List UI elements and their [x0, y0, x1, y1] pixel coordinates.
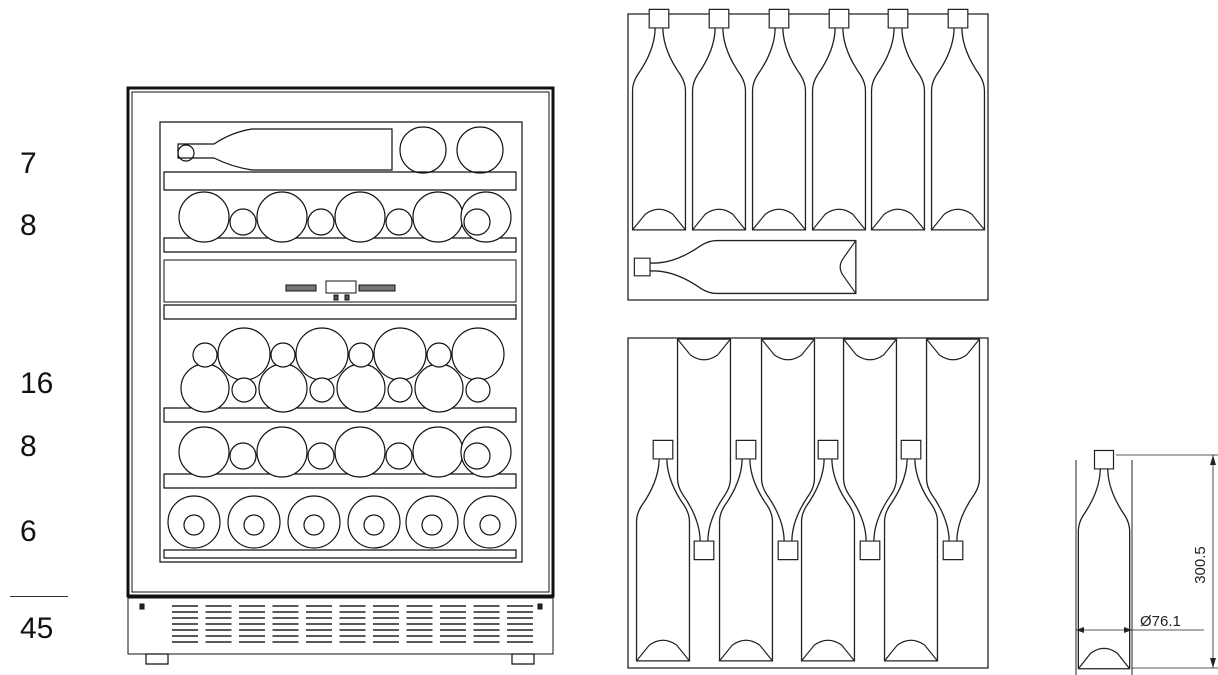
bottle-end: [374, 328, 426, 380]
bottle-end: [452, 328, 504, 380]
bottle-end: [259, 364, 307, 412]
shelf-count-1: 7: [20, 147, 37, 180]
bottle-end: [271, 343, 295, 367]
bottle-end: [415, 364, 463, 412]
bottle-end-inner: [184, 515, 204, 535]
bottle-end: [257, 427, 307, 477]
bottle-end: [218, 328, 270, 380]
foot-right: [512, 654, 534, 664]
bottle-end: [181, 364, 229, 412]
bottle-end-inner: [244, 515, 264, 535]
bottle-end: [386, 443, 412, 469]
layout-panel-alternating: [628, 338, 988, 668]
bottle-end: [413, 192, 463, 242]
bottle-end: [464, 443, 490, 469]
bottle-end: [413, 427, 463, 477]
bottle-end: [310, 378, 334, 402]
bottle-diameter-label: Ø76.1: [1140, 613, 1181, 630]
bottle-end: [257, 192, 307, 242]
bottle-end: [349, 343, 373, 367]
bottle-end: [230, 443, 256, 469]
shelf-rails: [164, 172, 516, 558]
control-panel: [164, 260, 516, 302]
bottle-end-inner: [480, 515, 500, 535]
bottle-end: [193, 343, 217, 367]
bottle-end: [335, 192, 385, 242]
bottle-end-inner: [304, 515, 324, 535]
shelf-count-3: 16: [20, 367, 54, 400]
shelf-count-2: 8: [20, 209, 37, 242]
total-rule: [10, 596, 68, 597]
foot-left: [146, 654, 168, 664]
bottle-end: [308, 443, 334, 469]
shelf-1-bottles: [178, 127, 503, 173]
bottle-height-label: 300.5: [1192, 546, 1209, 584]
bottle-end: [386, 209, 412, 235]
bottle-ends: [168, 192, 516, 548]
bottle-end: [335, 427, 385, 477]
bottle-end: [296, 328, 348, 380]
bottle-end-inner: [364, 515, 384, 535]
bottle-end: [464, 209, 490, 235]
bottle-end: [179, 427, 229, 477]
bottle-end: [427, 343, 451, 367]
bottle-end: [232, 378, 256, 402]
layout-panel-upright: [628, 8, 988, 300]
ventilation-grille: [128, 598, 553, 654]
bottle-end: [308, 209, 334, 235]
bottle-end: [388, 378, 412, 402]
shelf-count-4: 8: [20, 430, 37, 463]
bottle-end: [230, 209, 256, 235]
total-count: 45: [20, 612, 54, 645]
shelf-count-5: 6: [20, 515, 37, 548]
bottle-end: [179, 192, 229, 242]
bottle-end-inner: [422, 515, 442, 535]
bottle-dimension-drawing: 300.5 Ø76.1: [1076, 449, 1218, 675]
bottle-end: [337, 364, 385, 412]
bottle-end: [466, 378, 490, 402]
